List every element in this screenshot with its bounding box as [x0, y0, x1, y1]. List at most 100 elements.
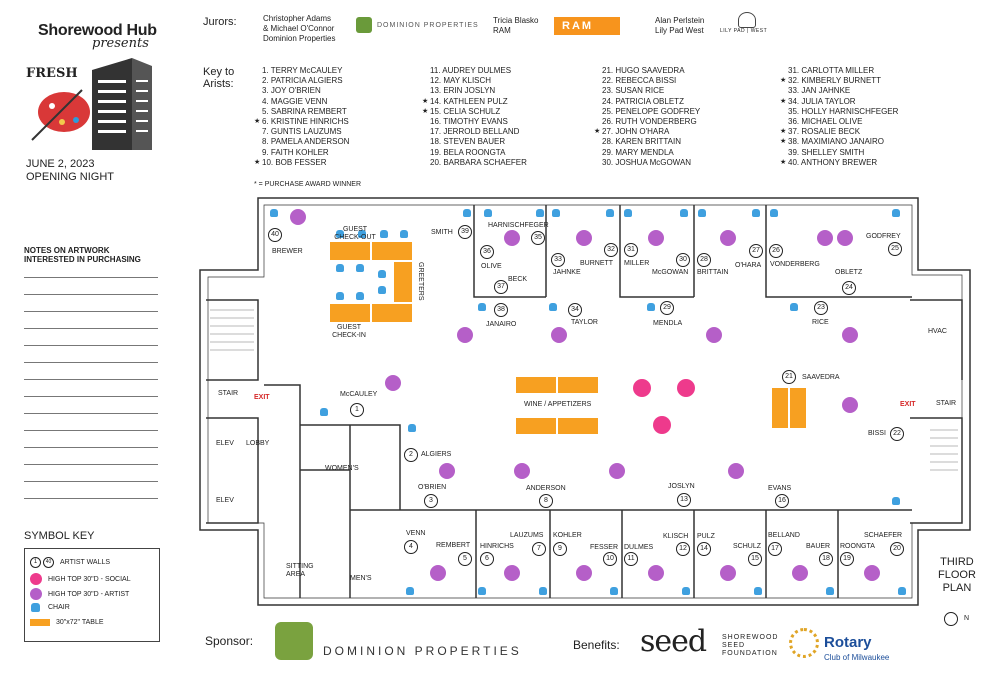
- artist-name: BRITTAIN: [697, 269, 729, 276]
- label-line: FLOOR: [938, 569, 976, 581]
- social-high-top: [677, 379, 695, 397]
- chair-icon: [336, 292, 344, 300]
- chair-icon: [826, 587, 834, 595]
- artist-high-top: [706, 327, 722, 343]
- wall-number: 40: [268, 228, 282, 242]
- artist-name: MILLER: [624, 260, 650, 267]
- chair-icon: [698, 209, 706, 217]
- artist-high-top: [817, 230, 833, 246]
- symbol-artist: HIGH TOP 30"D - ARTIST: [30, 588, 129, 600]
- note-line: [24, 498, 158, 499]
- artist-name: GODFREY: [866, 233, 901, 240]
- key-entry: 1. TERRY McCAULEY: [262, 66, 343, 75]
- artist-high-top: [837, 230, 853, 246]
- artist-name: BAUER: [806, 543, 831, 550]
- key-entry: 10. BOB FESSER: [262, 157, 327, 167]
- artist-name: ALGIERS: [421, 451, 452, 458]
- artist-name: OBLETZ: [835, 269, 863, 276]
- wall-number: 15: [748, 552, 762, 566]
- date-line: JUNE 2, 2023: [26, 158, 95, 170]
- award-star-icon: ★: [422, 108, 429, 115]
- hvac-label: HVAC: [928, 328, 947, 335]
- label-line: SITTING: [286, 563, 314, 570]
- artist-name: O'HARA: [735, 262, 762, 269]
- key-entry: 32. KIMBERLY BURNETT: [788, 76, 882, 86]
- wall-number: 31: [624, 243, 638, 257]
- label-line: CHECK-OUT: [334, 234, 376, 241]
- wall-number: 11: [624, 552, 638, 566]
- juror-3-line: Alan Perlstein: [655, 16, 705, 25]
- third-floor-plan-label: THIRD FLOOR PLAN: [938, 556, 976, 595]
- key-entry: 35. HOLLY HARNISCHFEGER: [788, 106, 899, 116]
- lilypad-logo-text: LILY PAD | WEST: [720, 28, 768, 34]
- key-entry: 28. KAREN BRITTAIN: [602, 137, 681, 147]
- exit-left-label: EXIT: [254, 394, 270, 401]
- artist-name: McCAULEY: [340, 391, 378, 398]
- artist-high-top: [842, 327, 858, 343]
- wall-number: 22: [890, 427, 904, 441]
- artist-name: HARNISCHFEGER: [488, 222, 549, 229]
- juror-2: Tricia Blasko RAM: [493, 16, 539, 36]
- floor-plan-walls: [199, 197, 971, 606]
- event-date: JUNE 2, 2023 OPENING NIGHT: [26, 158, 114, 184]
- key-entry: 11. AUDREY DULMES: [430, 66, 512, 75]
- artist-name: SCHULZ: [733, 543, 762, 550]
- artist-name: RICE: [812, 319, 829, 326]
- chair-icon: [358, 230, 366, 238]
- juror-1-line: Dominion Properties: [263, 34, 336, 43]
- key-entry: 19. BELA ROONGTA: [430, 147, 506, 157]
- award-star-icon: ★: [594, 128, 601, 135]
- chair-icon: [892, 497, 900, 505]
- artist-wall-icon: 1 40: [30, 557, 54, 568]
- label-line: SHOREWOOD: [722, 634, 779, 641]
- award-star-icon: ★: [780, 159, 787, 166]
- chair-icon: [478, 303, 486, 311]
- label-line: GUEST: [336, 324, 362, 331]
- artist-name: OLIVE: [481, 263, 502, 270]
- note-line: [24, 362, 158, 363]
- note-line: [24, 345, 158, 346]
- artist-name: FESSER: [590, 544, 619, 551]
- wall-number: 38: [494, 303, 508, 317]
- palette-icon: [31, 89, 90, 141]
- label-line: CHECK-IN: [332, 332, 366, 339]
- chair-icon: [378, 286, 386, 294]
- note-line: [24, 481, 158, 482]
- chair-icon: [624, 209, 632, 217]
- seed-foundation: SHOREWOOD SEED FOUNDATION: [722, 634, 778, 658]
- artist-name: ROONGTA: [840, 543, 875, 550]
- key-entry: 5. SABRINA REMBERT: [262, 106, 347, 116]
- award-star-icon: ★: [254, 118, 261, 125]
- chair-icon: [549, 303, 557, 311]
- key-entry: 22. REBECCA BISSI: [602, 76, 677, 86]
- elevator-label: ELEV: [216, 497, 234, 504]
- symbol-key-box: [24, 548, 160, 642]
- wall-number: 13: [677, 493, 691, 507]
- key-entry: 6. KRISTINE HINRICHS: [262, 117, 349, 127]
- chair-icon: [380, 230, 388, 238]
- wall-number: 32: [604, 243, 618, 257]
- mens-label: MEN'S: [350, 575, 372, 582]
- artist-high-top: [457, 327, 473, 343]
- dominion-logo-icon: [356, 17, 372, 33]
- compass-icon: [944, 612, 958, 626]
- key-entry: 26. RUTH VONDERBERG: [602, 117, 697, 127]
- note-line: [24, 413, 158, 414]
- rotary-sub: Club of Milwaukee: [824, 653, 890, 662]
- chair-icon: [536, 209, 544, 217]
- artist-high-top: [648, 230, 664, 246]
- juror-1-line: Christopher Adams: [263, 14, 332, 23]
- artist-name: ANDERSON: [526, 485, 566, 492]
- social-high-top: [653, 416, 671, 434]
- wall-number: 37: [494, 280, 508, 294]
- key-entry: 14. KATHLEEN PULZ: [430, 96, 508, 106]
- wall-number: 33: [551, 253, 565, 267]
- artist-name: BECK: [508, 276, 528, 283]
- chair-icon: [752, 209, 760, 217]
- key-entry: 17. JERROLD BELLAND: [430, 127, 520, 137]
- chair-icon: [552, 209, 560, 217]
- benefits-label: Benefits:: [573, 638, 620, 652]
- notes-title-line: INTERESTED IN PURCHASING: [24, 255, 141, 264]
- lilypad-frog-icon: [738, 12, 756, 28]
- notes-title-line: NOTES ON ARTWORK: [24, 246, 110, 255]
